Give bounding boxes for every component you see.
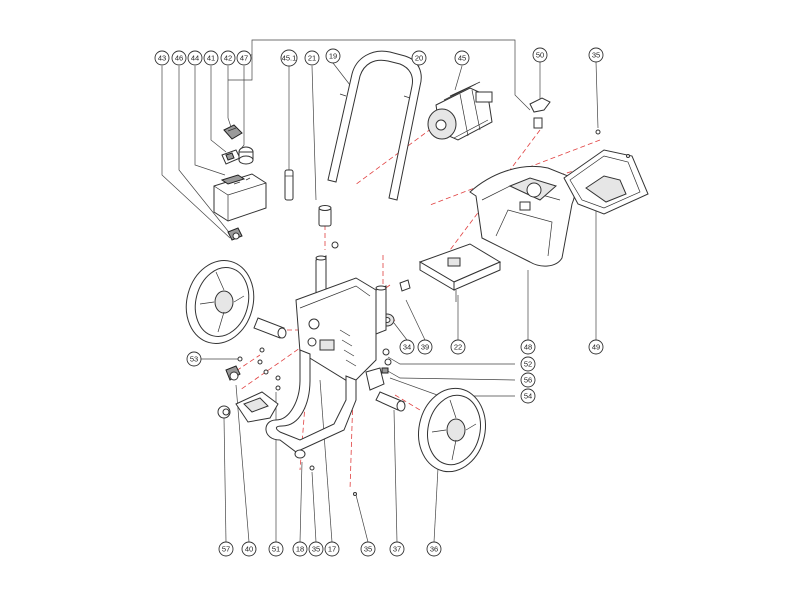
switch-module <box>221 149 241 165</box>
callout-label: 40 <box>245 545 253 554</box>
callout-35-top: 35 <box>588 47 604 63</box>
cable-clip <box>227 227 243 241</box>
callout-label: 35 <box>364 545 372 554</box>
callout-label: 54 <box>524 392 532 401</box>
cart-frame <box>265 255 387 459</box>
axle-mount <box>365 367 385 391</box>
callout-label: 53 <box>190 355 198 364</box>
callout-label: 42 <box>224 54 232 63</box>
callout-label: 43 <box>158 54 166 63</box>
hub-nut <box>225 365 241 381</box>
callout-34: 34 <box>399 339 415 355</box>
callout-label: 45.1 <box>282 54 297 63</box>
callout-51: 51 <box>268 541 284 557</box>
callout-17: 17 <box>324 541 340 557</box>
callout-label: 47 <box>240 54 248 63</box>
callout-43: 43 <box>154 50 170 66</box>
battery-box <box>213 173 267 222</box>
callout-46: 46 <box>171 50 187 66</box>
callout-label: 41 <box>207 54 215 63</box>
callout-56: 56 <box>520 372 536 388</box>
callout-57: 57 <box>218 541 234 557</box>
callout-label: 34 <box>403 343 411 352</box>
foot-bracket <box>235 391 279 423</box>
pin <box>284 169 294 201</box>
callout-label: 39 <box>421 343 429 352</box>
callout-21: 21 <box>304 50 320 66</box>
cart-handle <box>327 50 422 201</box>
callout-35-bottom-a: 35 <box>308 541 324 557</box>
callout-20: 20 <box>411 50 427 66</box>
callout-22: 22 <box>450 339 466 355</box>
callout-18: 18 <box>292 541 308 557</box>
callout-label: 44 <box>191 54 199 63</box>
callout-19: 19 <box>325 48 341 64</box>
wheel-cap <box>217 405 231 419</box>
callout-45-1: 45.1 <box>280 49 298 67</box>
fitting-39 <box>399 279 411 292</box>
callout-label: 22 <box>454 343 462 352</box>
callout-label: 57 <box>222 545 230 554</box>
callout-label: 35 <box>312 545 320 554</box>
callout-label: 36 <box>430 545 438 554</box>
callout-label: 21 <box>308 54 316 63</box>
callout-label: 46 <box>175 54 183 63</box>
callout-41: 41 <box>203 50 219 66</box>
callout-48: 48 <box>520 339 536 355</box>
callout-36: 36 <box>426 541 442 557</box>
wheel-right <box>418 387 486 473</box>
callout-50: 50 <box>532 47 548 63</box>
fitting-52 <box>382 348 392 366</box>
wheel-left <box>185 260 255 344</box>
axle-sleeve-left <box>253 317 287 339</box>
bolts <box>237 129 630 496</box>
handle-sleeve <box>318 205 332 227</box>
callout-label: 35 <box>592 51 600 60</box>
callout-label: 51 <box>272 545 280 554</box>
pump-cover <box>469 165 576 267</box>
control-knob <box>238 146 254 165</box>
callout-37: 37 <box>389 541 405 557</box>
callout-39: 39 <box>417 339 433 355</box>
axle-sleeve-right <box>375 391 406 412</box>
callout-label: 20 <box>415 54 423 63</box>
electric-motor <box>427 81 493 141</box>
callout-53: 53 <box>186 351 202 367</box>
callout-42: 42 <box>220 50 236 66</box>
callout-35-bottom-b: 35 <box>360 541 376 557</box>
callout-40: 40 <box>241 541 257 557</box>
push-button <box>223 124 243 140</box>
callout-49: 49 <box>588 339 604 355</box>
callout-label: 49 <box>592 343 600 352</box>
callout-45: 45 <box>454 50 470 66</box>
callout-label: 56 <box>524 376 532 385</box>
callout-label: 52 <box>524 360 532 369</box>
callout-52: 52 <box>520 356 536 372</box>
support-plate <box>418 243 502 302</box>
callout-label: 37 <box>393 545 401 554</box>
fitting-56 <box>381 367 389 374</box>
callout-label: 48 <box>524 343 532 352</box>
callout-label: 19 <box>329 52 337 61</box>
callout-label: 18 <box>296 545 304 554</box>
small-bracket <box>529 97 551 129</box>
callout-label: 45 <box>458 54 466 63</box>
callout-47: 47 <box>236 50 252 66</box>
callout-54: 54 <box>520 388 536 404</box>
callout-44: 44 <box>187 50 203 66</box>
callout-label: 17 <box>328 545 336 554</box>
storage-tray <box>563 149 649 215</box>
callout-label: 50 <box>536 51 544 60</box>
